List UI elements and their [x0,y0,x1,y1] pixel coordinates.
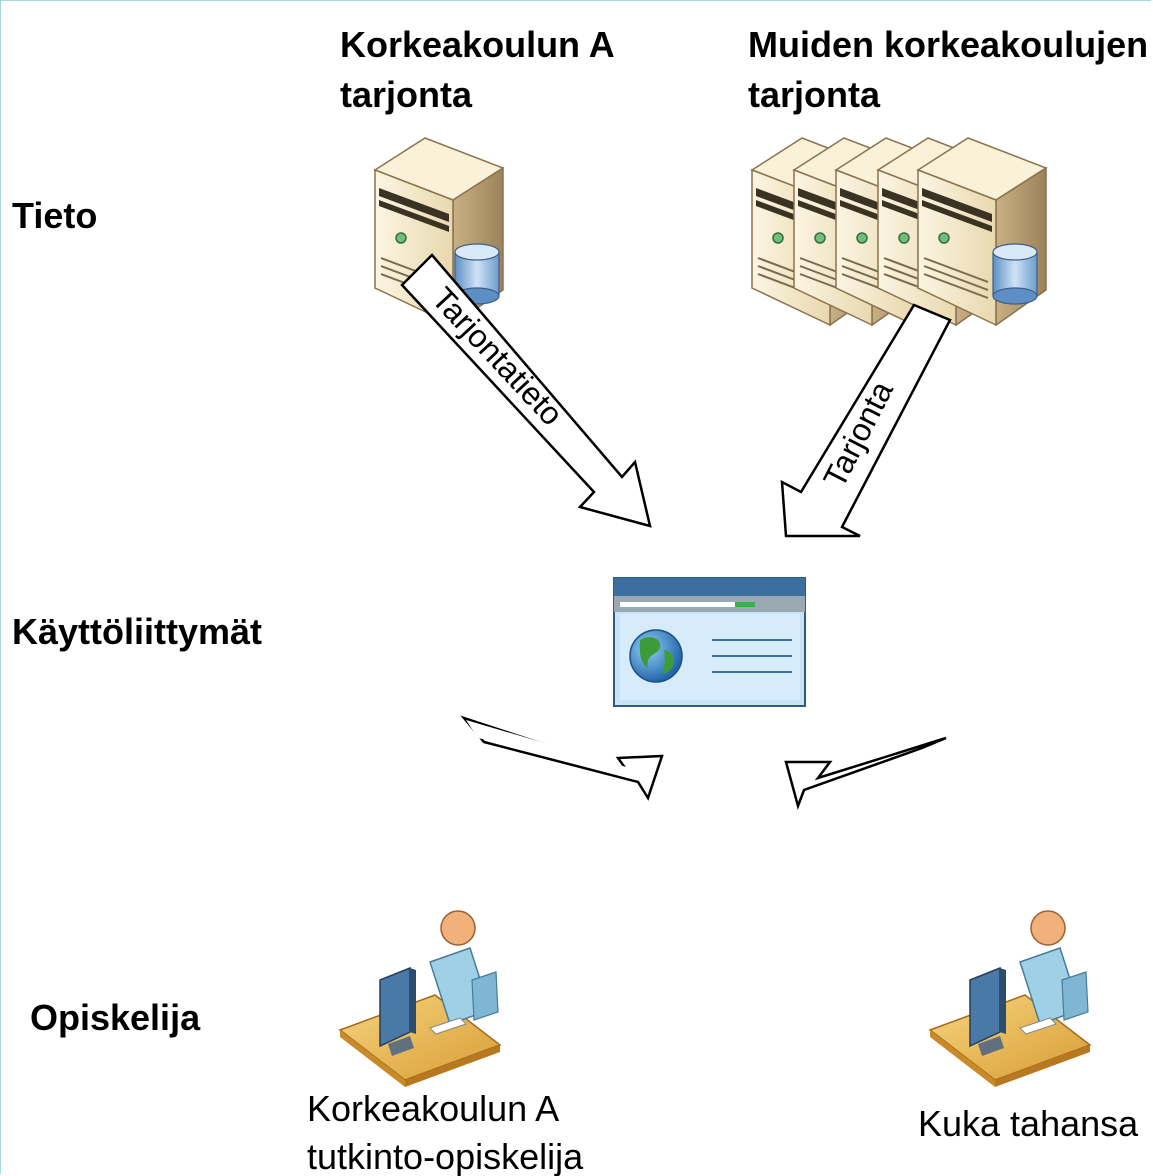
source-title-others-line1: Muiden korkeakoulujen [748,24,1149,65]
source-title-own: Korkeakoulun A tarjonta [340,20,615,120]
source-title-others-line2: tarjonta [748,74,881,115]
source-title-own-line2: tarjonta [340,74,473,115]
actor-label-anyone: Kuka tahansa [918,1103,1139,1144]
source-title-others: Muiden korkeakoulujen tarjonta [748,20,1148,120]
row-label-student: Opiskelija [30,997,201,1038]
user-workstation-icon-degree-student [339,910,501,1088]
flow-arrow-own-to-ui: Tarjontatieto [400,253,652,528]
flow-arrow-others-to-ui: Tarjonta [780,303,952,538]
actor-label-degree-student-line1: Korkeakoulun A [307,1088,560,1129]
actor-label-degree-student: Korkeakoulun A tutkinto-opiskelija [307,1085,583,1176]
row-label-data: Tieto [12,195,98,236]
web-browser-globe-icon [613,577,806,707]
user-workstation-icon-anyone [929,910,1091,1088]
server-cluster-icon [751,137,1047,326]
access-arrow-anyone [784,736,947,811]
actor-label-degree-student-line2: tutkinto-opiskelija [307,1136,584,1176]
access-arrow-degree-student [460,715,664,801]
flow-label-own: Tarjontatieto [425,280,570,432]
source-title-own-line1: Korkeakoulun A [340,24,615,65]
row-label-interfaces: Käyttöliittymät [12,611,263,652]
